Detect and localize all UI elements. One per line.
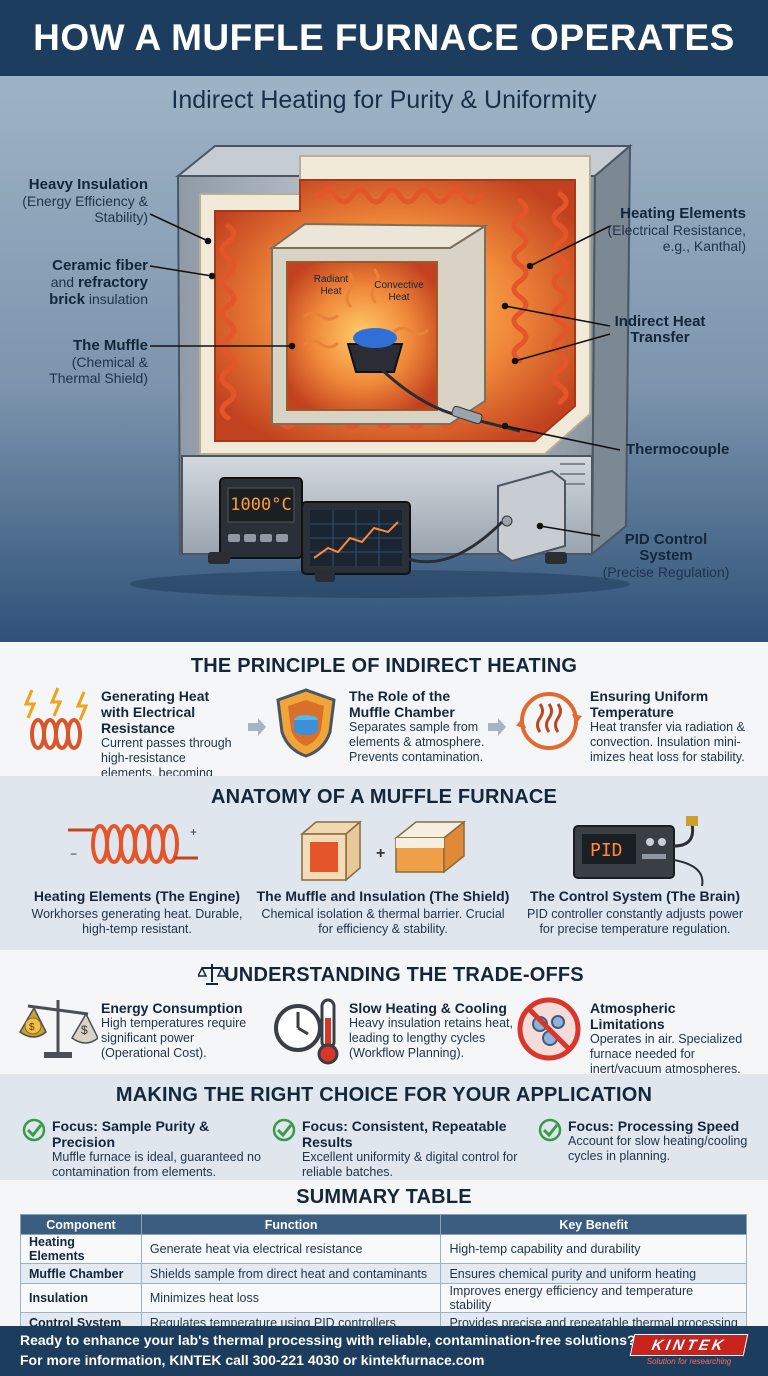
tradeoffs-section: UNDERSTANDING THE TRADE-OFFS $ $ Energy …: [0, 950, 768, 1076]
table-header-row: Component Function Key Benefit: [20, 1214, 747, 1235]
svg-text:$: $: [81, 1023, 88, 1037]
principle-section: THE PRINCIPLE OF INDIRECT HEATING Genera…: [0, 642, 768, 795]
footer-banner: Ready to enhance your lab's thermal proc…: [0, 1326, 768, 1376]
choice-section: MAKING THE RIGHT CHOICE FOR YOUR APPLICA…: [0, 1074, 768, 1180]
table-cell: High-temp capability and durability: [440, 1234, 747, 1264]
furnace-drawing: [130, 143, 633, 598]
callout-heavy-insulation: Heavy Insulation (Energy Efficiency & St…: [22, 176, 148, 226]
column-header: Function: [140, 1214, 442, 1235]
footer-contact[interactable]: For more information, KINTEK call 300-22…: [20, 1352, 485, 1368]
tradeoff-item-1: Energy Consumption High temperatures req…: [101, 1000, 247, 1060]
summary-heading: SUMMARY TABLE: [296, 1186, 472, 1208]
anatomy-item-3: The Control System (The Brain) PID contr…: [526, 888, 744, 936]
svg-text:$: $: [29, 1022, 35, 1033]
principle-heading: THE PRINCIPLE OF INDIRECT HEATING: [190, 655, 578, 677]
tradeoff-item-3: Atmospheric Limitations Operates in air.…: [590, 1000, 743, 1076]
check-icon: [272, 1118, 296, 1142]
footer-cta: Ready to enhance your lab's thermal proc…: [20, 1332, 636, 1348]
anatomy-item-1: Heating Elements (The Engine) Workhorses…: [31, 888, 243, 936]
display-temp-readout: 1000°C: [230, 495, 292, 515]
column-header: Key Benefit: [440, 1214, 747, 1235]
table-cell: Generate heat via electrical resistance: [140, 1234, 442, 1264]
crucible: [346, 343, 404, 373]
choice-item-3: Focus: Processing Speed Account for slow…: [568, 1118, 748, 1163]
label-radiant-heat: Radiant Heat: [313, 274, 349, 297]
principle-item-2: The Role of the Muffle Chamber Separates…: [349, 688, 485, 764]
table-cell: Heating Elements: [20, 1234, 142, 1264]
svg-text:−: −: [70, 847, 77, 861]
balance-scale-icon: [198, 964, 226, 985]
choice-item-1: Focus: Sample Purity & Precision Muffle …: [52, 1118, 261, 1179]
choice-heading: MAKING THE RIGHT CHOICE FOR YOUR APPLICA…: [115, 1084, 653, 1106]
svg-text:+: +: [376, 845, 385, 862]
kintek-logo[interactable]: KINTEK Solution for researching: [629, 1334, 749, 1368]
callout-heating-elements: Heating Elements (Electrical Resistance,…: [607, 205, 747, 255]
tradeoffs-heading: UNDERSTANDING THE TRADE-OFFS: [224, 964, 584, 986]
pid-controller-icon: PID: [573, 816, 704, 886]
shield-icon: [276, 688, 336, 758]
callout-thermocouple: Thermocouple: [626, 441, 730, 458]
logo-text: KINTEK: [650, 1336, 728, 1354]
callout-indirect-heat: Indirect Heat Transfer: [614, 313, 706, 346]
title-banner: HOW A MUFFLE FURNACE OPERATES: [0, 0, 768, 76]
svg-text:+: +: [190, 825, 197, 839]
muffle-insulation-icon: +: [299, 820, 467, 882]
table-cell: Insulation: [20, 1283, 142, 1313]
table-cell: Ensures chemical purity and uniform heat…: [440, 1263, 747, 1284]
callout-muffle: The Muffle (Chemical & Thermal Shield): [49, 337, 148, 387]
callout-ceramic-fiber: Ceramic fiber and refractory brick insul…: [49, 257, 148, 308]
table-cell: Improves energy efficiency and temperatu…: [440, 1283, 747, 1313]
hero-subtitle: Indirect Heating for Purity & Uniformity: [171, 86, 597, 114]
anatomy-section: ANATOMY OF A MUFFLE FURNACE +− + PID Hea…: [0, 776, 768, 950]
column-header: Component: [20, 1214, 142, 1235]
table-cell: Shields sample from direct heat and cont…: [140, 1263, 442, 1284]
table-row: Muffle Chamber Shields sample from direc…: [20, 1263, 747, 1284]
check-icon: [22, 1118, 46, 1142]
label-convective-heat: Convective Heat: [374, 280, 424, 303]
pid-text: PID: [590, 840, 623, 861]
no-atmosphere-icon: [517, 997, 581, 1061]
cycle-heat-icon: [516, 692, 582, 750]
heating-coil-icon: +−: [68, 824, 198, 864]
pid-box: [497, 469, 566, 563]
logo-tagline: Solution for researching: [646, 1357, 732, 1366]
tradeoff-item-2: Slow Heating & Cooling Heavy insulation …: [349, 1000, 513, 1060]
arrow-right-icon: [248, 718, 266, 736]
energy-cost-scale-icon: $ $: [19, 1000, 98, 1058]
choice-item-2: Focus: Consistent, Repeatable Results Ex…: [302, 1118, 518, 1179]
resistance-coil-icon: [23, 687, 89, 750]
page-title: HOW A MUFFLE FURNACE OPERATES: [33, 17, 735, 58]
clock-thermometer-icon: [274, 998, 339, 1065]
table-cell: Muffle Chamber: [20, 1263, 142, 1284]
principle-item-3: Ensuring Uniform Temperature Heat transf…: [590, 688, 745, 764]
callout-pid: PID Control System (Precise Regulation): [602, 531, 730, 581]
anatomy-heading: ANATOMY OF A MUFFLE FURNACE: [210, 786, 558, 808]
table-row: Heating Elements Generate heat via elect…: [20, 1234, 747, 1264]
summary-table: Component Function Key Benefit Heating E…: [20, 1214, 747, 1333]
table-row: Insulation Minimizes heat loss Improves …: [20, 1283, 747, 1313]
arrow-right-icon: [488, 718, 506, 736]
furnace-illustration: Indirect Heating for Purity & Uniformity…: [0, 76, 768, 642]
check-icon: [538, 1118, 562, 1142]
table-cell: Minimizes heat loss: [140, 1283, 442, 1313]
anatomy-item-2: The Muffle and Insulation (The Shield) C…: [256, 888, 510, 936]
